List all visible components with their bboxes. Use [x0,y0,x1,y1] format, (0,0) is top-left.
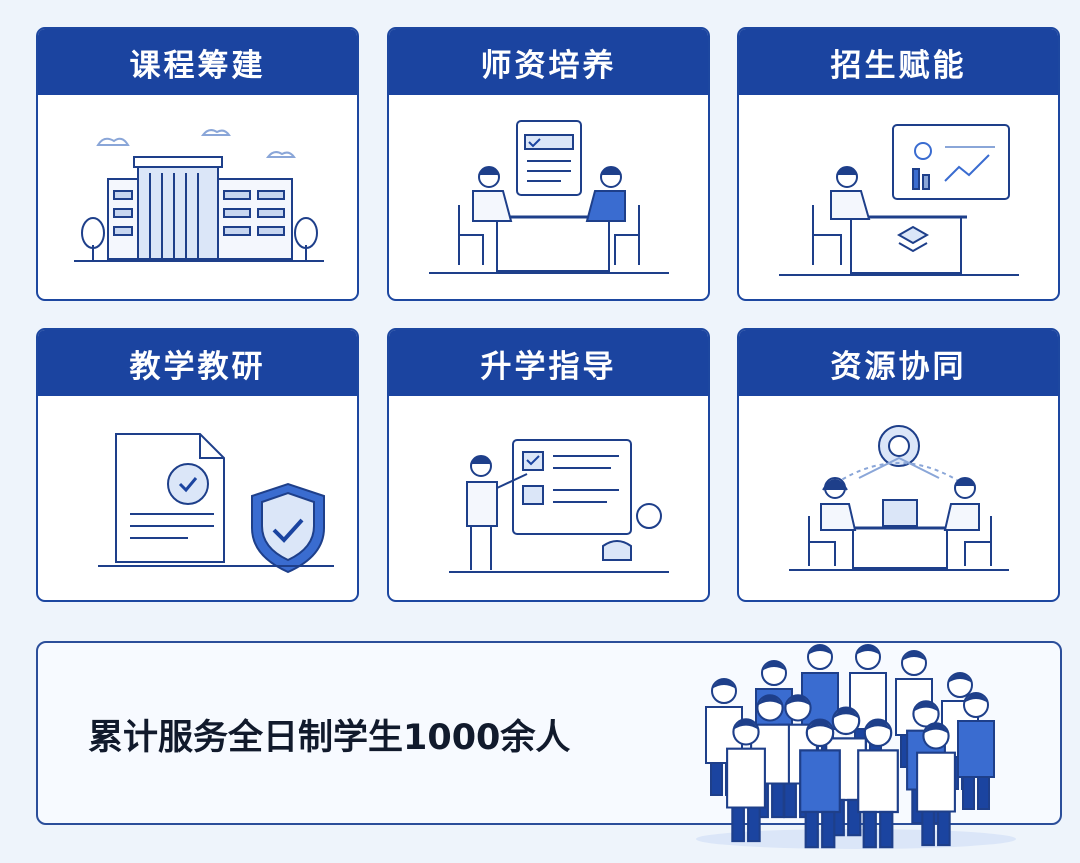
resource-collaboration-icon [739,396,1058,600]
card-title: 教学教研 [38,330,357,396]
student-group-icon [688,617,1024,851]
student-figure [957,692,995,810]
card-title: 资源协同 [739,330,1058,396]
presentation-guidance-icon [389,396,708,600]
summary-text: 累计服务全日制学生1000余人 [88,718,571,758]
teacher-training-icon [389,95,708,299]
card-title: 师资培养 [389,29,708,95]
card-resource-collaboration: 资源协同 [737,328,1060,602]
student-figure [857,718,899,849]
card-admission-guidance: 升学指导 [387,328,710,602]
card-title: 课程筹建 [38,29,357,95]
card-title: 招生赋能 [739,29,1058,95]
school-building-icon [38,95,357,299]
student-figure [916,722,956,847]
card-title: 升学指导 [389,330,708,396]
enrollment-analytics-icon [739,95,1058,299]
student-figure [799,718,841,849]
student-figure [726,718,766,843]
card-enrollment: 招生赋能 [737,27,1060,301]
card-teaching-research: 教学教研 [36,328,359,602]
card-course-building: 课程筹建 [36,27,359,301]
card-teacher-training: 师资培养 [387,27,710,301]
research-document-shield-icon [38,396,357,600]
